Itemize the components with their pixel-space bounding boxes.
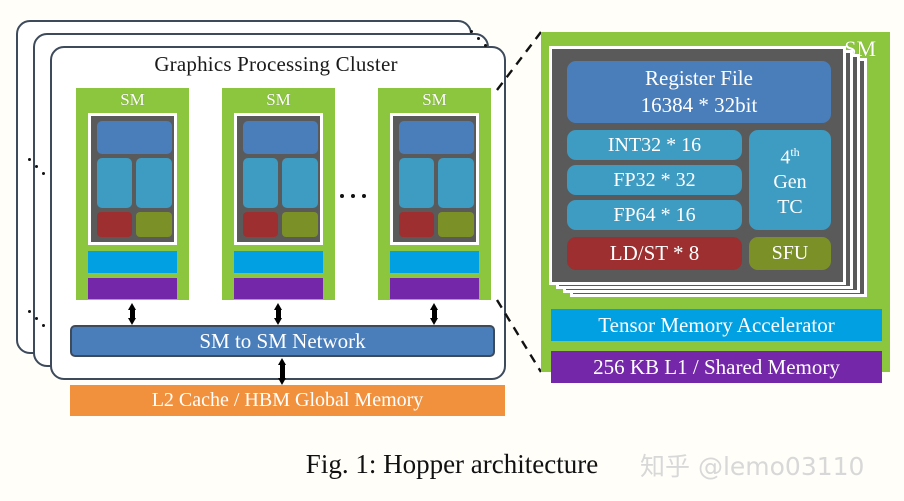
mini-sfu-block	[438, 212, 474, 237]
arrow-sm1-to-network	[128, 303, 137, 325]
register-file-line1: Register File	[645, 66, 753, 90]
tensor-core-gen-digit: 4	[780, 146, 791, 169]
gpc-ellipsis-left-upper	[28, 158, 50, 180]
gpc-ellipsis-left-lower	[28, 310, 50, 332]
register-file-line2: 16384 * 32bit	[640, 93, 758, 117]
tensor-memory-accelerator-bar[interactable]: Tensor Memory Accelerator	[551, 309, 882, 341]
mini-register-file-block	[243, 121, 318, 154]
detail-sm-panel: SM Register File 16384 * 32bit INT32 * 1…	[541, 32, 890, 383]
mini-register-file-block	[399, 121, 474, 154]
sm-ellipsis-horizontal	[340, 194, 366, 198]
mini-alu-block-right	[282, 158, 318, 208]
mini-tma-block	[390, 251, 479, 273]
mini-tma-block	[88, 251, 177, 273]
sfu-unit-block[interactable]: SFU	[749, 237, 831, 270]
figure-caption: Fig. 1: Hopper architecture 知乎 @lemo0311…	[0, 449, 904, 481]
mini-sm-1[interactable]: SM	[76, 88, 189, 300]
mini-sm-core	[88, 113, 177, 245]
tensor-core-gen-number: 4th	[780, 140, 799, 171]
mini-ldst-block	[97, 212, 132, 237]
mini-l1-block	[88, 278, 177, 299]
mini-alu-block-left	[97, 158, 132, 208]
register-file-block[interactable]: Register File 16384 * 32bit	[567, 61, 831, 123]
fp32-unit-block[interactable]: FP32 * 32	[567, 165, 742, 195]
mini-alu-block-right	[136, 158, 172, 208]
mini-sm-label: SM	[120, 90, 145, 109]
sm-to-sm-network-bar[interactable]: SM to SM Network	[70, 325, 495, 357]
tensor-core-line3: TC	[777, 196, 803, 219]
mini-ldst-block	[243, 212, 278, 237]
mini-sfu-block	[282, 212, 318, 237]
mini-sm-core	[234, 113, 323, 245]
mini-l1-block	[234, 278, 323, 299]
mini-sm-2[interactable]: SM	[222, 88, 335, 300]
mini-alu-block-left	[243, 158, 278, 208]
l2-cache-bar[interactable]: L2 Cache / HBM Global Memory	[70, 385, 505, 416]
mini-alu-block-right	[438, 158, 474, 208]
int32-unit-block[interactable]: INT32 * 16	[567, 130, 742, 160]
tensor-core-line2: Gen	[773, 171, 807, 194]
mini-sm-label: SM	[422, 90, 447, 109]
arrow-sm2-to-network	[274, 303, 283, 325]
watermark: 知乎 @lemo03110	[640, 452, 865, 481]
mini-alu-block-left	[399, 158, 434, 208]
mini-l1-block	[390, 278, 479, 299]
mini-sm-label: SM	[266, 90, 291, 109]
tensor-core-block[interactable]: 4th Gen TC	[749, 130, 831, 230]
mini-sm-3[interactable]: SM	[378, 88, 491, 300]
l1-shared-memory-bar[interactable]: 256 KB L1 / Shared Memory	[551, 351, 882, 383]
figure-caption-text: Fig. 1: Hopper architecture	[305, 449, 599, 479]
mini-ldst-block	[399, 212, 434, 237]
mini-sm-core	[390, 113, 479, 245]
tensor-core-gen-suffix: th	[790, 144, 800, 159]
detail-sm-stack-card-front: Register File 16384 * 32bit INT32 * 16 F…	[549, 46, 846, 285]
mini-tma-block	[234, 251, 323, 273]
arrow-sm3-to-network	[430, 303, 439, 325]
ldst-unit-block[interactable]: LD/ST * 8	[567, 237, 742, 270]
mini-register-file-block	[97, 121, 172, 154]
gpc-title: Graphics Processing Cluster	[154, 52, 398, 76]
gpc-ellipsis-top-right	[470, 30, 492, 52]
mini-sfu-block	[136, 212, 172, 237]
arrow-network-to-l2	[278, 358, 287, 385]
fp64-unit-block[interactable]: FP64 * 16	[567, 200, 742, 230]
